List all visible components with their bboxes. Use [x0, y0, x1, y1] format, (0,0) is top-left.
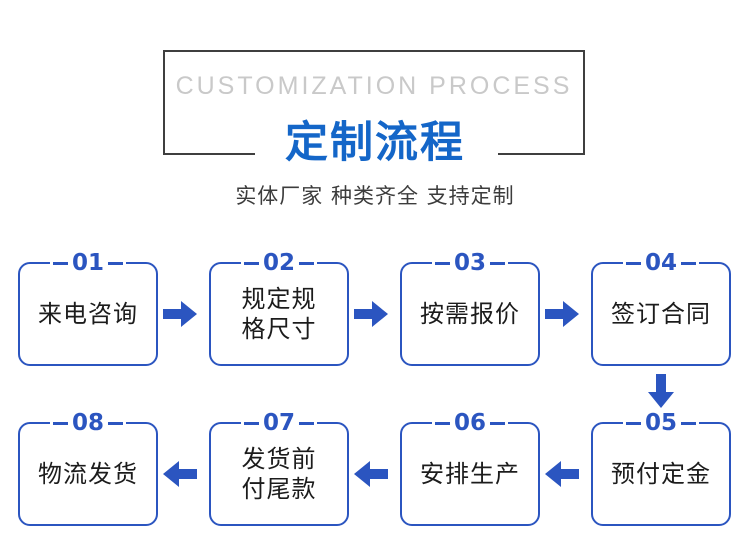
flow-step-04-badge: 04 — [622, 249, 700, 276]
flow-step-03[interactable]: 03 按需报价 — [400, 251, 540, 366]
flow-step-05-label: 预付定金 — [611, 460, 711, 488]
flow-step-06-badge: 06 — [431, 409, 509, 436]
flow-step-06[interactable]: 06 安排生产 — [400, 411, 540, 526]
flow-step-03-label: 按需报价 — [420, 300, 520, 328]
badge-dash-left-icon — [625, 261, 641, 265]
page-title: 定制流程 — [285, 118, 465, 168]
flow-step-01-badge: 01 — [49, 249, 127, 276]
flow-step-08[interactable]: 08 物流发货 — [18, 411, 158, 526]
badge-dash-left-icon — [52, 261, 68, 265]
flow-step-05-badge: 05 — [622, 409, 700, 436]
arrow-left-icon-2 — [354, 461, 388, 487]
flow-step-03-number: 03 — [453, 249, 487, 276]
flow-step-04-number: 04 — [644, 249, 678, 276]
badge-dash-left-icon — [52, 421, 68, 425]
badge-dash-left-icon — [243, 261, 259, 265]
flow-step-05[interactable]: 05 预付定金 — [591, 411, 731, 526]
badge-dash-left-icon — [625, 421, 641, 425]
arrow-right-icon-2 — [354, 301, 388, 327]
flow-step-02-badge: 02 — [240, 249, 318, 276]
header-frame-gap-mask — [255, 147, 498, 161]
flow-step-07-number: 07 — [262, 409, 296, 436]
flow-step-07-label: 发货前 付尾款 — [241, 445, 317, 503]
badge-dash-right-icon — [299, 421, 315, 425]
badge-dash-right-icon — [108, 421, 124, 425]
badge-dash-right-icon — [108, 261, 124, 265]
header-section: CUSTOMIZATION PROCESS 定制流程 实体厂家 种类齐全 支持定… — [0, 0, 750, 232]
badge-dash-left-icon — [434, 421, 450, 425]
flow-step-06-number: 06 — [453, 409, 487, 436]
arrow-down-icon — [648, 374, 674, 408]
flow-step-02[interactable]: 02 规定规 格尺寸 — [209, 251, 349, 366]
badge-dash-left-icon — [434, 261, 450, 265]
flow-step-01-label: 来电咨询 — [38, 300, 138, 328]
flow-step-02-label: 规定规 格尺寸 — [241, 285, 317, 343]
flow-step-07[interactable]: 07 发货前 付尾款 — [209, 411, 349, 526]
badge-dash-right-icon — [490, 421, 506, 425]
flow-step-04-label: 签订合同 — [611, 300, 711, 328]
flow-step-08-number: 08 — [71, 409, 105, 436]
header-english-title: CUSTOMIZATION PROCESS — [175, 72, 573, 100]
flow-step-03-badge: 03 — [431, 249, 509, 276]
flow-step-01-number: 01 — [71, 249, 105, 276]
arrow-right-icon-1 — [163, 301, 197, 327]
flow-step-05-number: 05 — [644, 409, 678, 436]
arrow-left-icon-1 — [163, 461, 197, 487]
flow-step-01[interactable]: 01 来电咨询 — [18, 251, 158, 366]
badge-dash-left-icon — [243, 421, 259, 425]
badge-dash-right-icon — [490, 261, 506, 265]
flow-step-06-label: 安排生产 — [420, 460, 520, 488]
flow-step-08-badge: 08 — [49, 409, 127, 436]
flow-step-08-label: 物流发货 — [38, 460, 138, 488]
arrow-left-icon-3 — [545, 461, 579, 487]
badge-dash-right-icon — [299, 261, 315, 265]
badge-dash-right-icon — [681, 261, 697, 265]
header-subtitle: 实体厂家 种类齐全 支持定制 — [235, 184, 515, 208]
arrow-right-icon-3 — [545, 301, 579, 327]
flow-step-02-number: 02 — [262, 249, 296, 276]
badge-dash-right-icon — [681, 421, 697, 425]
flow-step-04[interactable]: 04 签订合同 — [591, 251, 731, 366]
flow-step-07-badge: 07 — [240, 409, 318, 436]
